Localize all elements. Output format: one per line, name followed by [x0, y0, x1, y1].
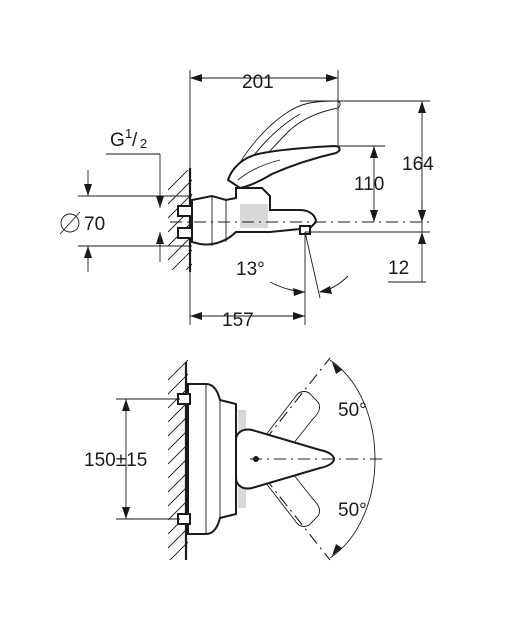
- dim-thread-letter: G: [110, 130, 125, 151]
- dim-centers: 150±15: [84, 398, 180, 520]
- dim-diameter: 70: [59, 170, 192, 272]
- dim-thread-denominator: 2: [140, 136, 147, 151]
- dim-diameter-label: 70: [84, 214, 105, 235]
- dim-centers-label: 150±15: [84, 450, 147, 471]
- dim-110-label: 110: [354, 174, 384, 195]
- dim-164-label: 164: [402, 154, 434, 175]
- lever-closed: [226, 144, 341, 190]
- spout-swivel-phantom: [249, 357, 331, 561]
- dim-201: 201: [190, 70, 339, 146]
- swivel-arcs: [329, 359, 380, 559]
- dim-157: 157: [190, 298, 306, 331]
- dim-157-label: 157: [222, 310, 254, 331]
- dim-12-label: 12: [388, 258, 409, 279]
- dim-164: 164: [402, 101, 434, 222]
- dim-12: 12: [388, 200, 426, 283]
- dim-201-label: 201: [242, 72, 274, 93]
- dim-110: 110: [354, 146, 384, 222]
- dim-angle: 13°: [236, 231, 349, 299]
- dim-thread-slash: /: [132, 130, 138, 151]
- dim-thread: G 1 / 2: [106, 126, 164, 262]
- dim-swivel-upper-label: 50°: [338, 400, 367, 421]
- dim-angle-label: 13°: [236, 259, 265, 280]
- top-view: 150±15 50° 50°: [84, 357, 384, 561]
- side-view: 201 164 110 12 G: [59, 70, 434, 331]
- dim-swivel-lower-label: 50°: [338, 500, 367, 521]
- dim-thread-numerator: 1: [125, 126, 132, 141]
- spout-top: [235, 428, 384, 490]
- wall-top: [168, 360, 188, 560]
- tap-body-side: [177, 187, 318, 246]
